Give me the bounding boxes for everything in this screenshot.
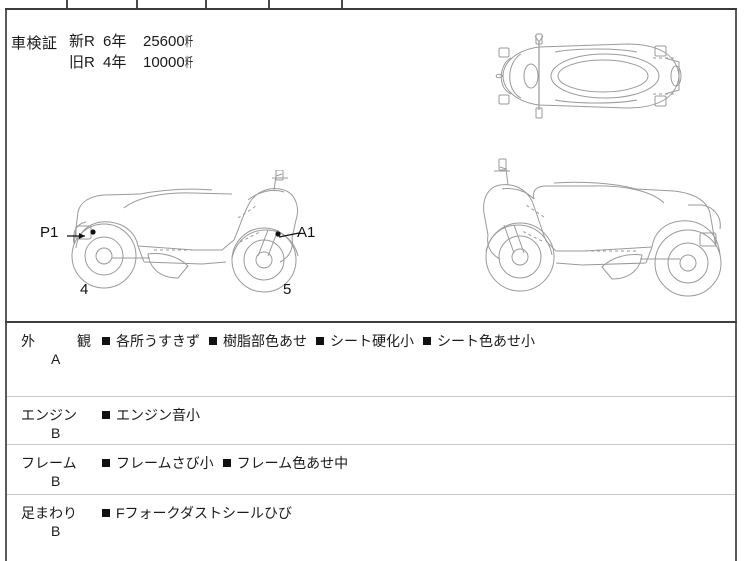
bullet-icon <box>102 337 110 345</box>
header-cell-1 <box>5 0 68 8</box>
header-cell-4 <box>207 0 270 8</box>
grade-items-engine: エンジン音小 <box>102 405 209 425</box>
table-border-left <box>5 10 7 561</box>
grade-item: エンジン音小 <box>102 405 200 425</box>
bullet-icon <box>102 411 110 419</box>
registration-era-old: 旧R <box>69 54 95 71</box>
damage-marker-a1 <box>275 231 281 237</box>
header-cell-6 <box>343 0 737 8</box>
divider-above-frame <box>7 444 735 445</box>
damage-marker-p1 <box>90 229 96 235</box>
registration-unit-old: 粁 <box>184 55 193 70</box>
registration-entry-new: 新R 6年 25600粁 <box>69 31 197 52</box>
grade-value-suspension: B <box>51 523 61 539</box>
registration-year-old: 4年 <box>103 54 127 71</box>
bullet-icon <box>316 337 324 345</box>
callout-a1-label: A1 <box>297 224 316 241</box>
grade-category-engine: エンジン <box>21 407 77 423</box>
grade-item: フレーム色あせ中 <box>222 453 349 473</box>
grade-item-label: エンジン音小 <box>116 407 200 423</box>
bullet-icon <box>209 337 217 345</box>
header-cell-2 <box>68 0 138 8</box>
grade-item-label: フレーム色あせ中 <box>236 455 349 471</box>
divider-above-engine <box>7 396 735 397</box>
header-table-strip <box>5 0 737 10</box>
bullet-icon <box>102 509 110 517</box>
registration-label: 車検証 <box>11 35 58 52</box>
grade-item: Fフォークダストシールひび <box>102 503 292 523</box>
grade-item: シート色あせ小 <box>423 331 535 351</box>
bullet-icon <box>102 459 110 467</box>
grade-row-frame: フレーム B フレームさび小 フレーム色あせ中 <box>7 445 735 494</box>
header-cell-5 <box>270 0 343 8</box>
registration-year-new: 6年 <box>103 33 127 50</box>
scooter-side-view-left-diagram <box>62 170 322 300</box>
registration-unit-new: 粁 <box>184 34 193 49</box>
table-border-right <box>735 10 737 561</box>
grade-item-label: フレームさび小 <box>116 455 214 471</box>
grade-items-appearance: 各所うすきず 樹脂部色あせ シート硬化小 シート色あせ小 <box>102 331 544 351</box>
bullet-icon <box>222 459 231 467</box>
callout-p1-leader-icon <box>67 233 85 239</box>
grade-item: 樹脂部色あせ <box>209 331 307 351</box>
grade-item: フレームさび小 <box>102 453 214 473</box>
grade-items-frame: フレームさび小 フレーム色あせ中 <box>102 453 357 473</box>
grade-item: シート硬化小 <box>316 331 414 351</box>
divider-above-appearance <box>5 321 737 323</box>
grade-item-label: 樹脂部色あせ <box>223 333 307 349</box>
grade-category-appearance: 外 観 <box>21 333 105 349</box>
grade-category-suspension: 足まわり <box>21 505 77 521</box>
grade-row-engine: エンジン B エンジン音小 <box>7 397 735 444</box>
callout-p1: P1 <box>40 224 58 241</box>
grade-item-label: シート色あせ小 <box>437 333 535 349</box>
grade-row-suspension: 足まわり B Fフォークダストシールひび <box>7 495 735 561</box>
grade-category-frame: フレーム <box>21 455 77 471</box>
bullet-icon <box>423 337 431 345</box>
scooter-top-view-diagram <box>477 28 697 123</box>
grade-item-label: シート硬化小 <box>330 333 414 349</box>
divider-above-suspension <box>7 494 735 495</box>
grade-value-appearance: A <box>51 351 61 367</box>
callout-a1-leader-icon <box>279 232 300 238</box>
header-cell-3 <box>138 0 207 8</box>
grade-value-engine: B <box>51 425 61 441</box>
grade-item-label: 各所うすきず <box>116 333 200 349</box>
registration-era-new: 新R <box>69 33 95 50</box>
grade-items-suspension: Fフォークダストシールひび <box>102 503 301 523</box>
callout-p1-label: P1 <box>40 224 59 241</box>
registration-mileage-old: 10000 <box>143 54 185 71</box>
wheel-label-rear: 4 <box>80 281 89 298</box>
callout-a1: A1 <box>297 224 315 241</box>
scooter-side-view-right-diagram <box>462 155 732 305</box>
registration-entry-old: 旧R 4年 10000粁 <box>69 52 197 73</box>
grade-item: 各所うすきず <box>102 331 200 351</box>
grade-value-frame: B <box>51 473 61 489</box>
registration-mileage-new: 25600 <box>143 33 185 50</box>
grade-item-label: Fフォークダストシールひび <box>116 505 292 521</box>
grade-row-appearance: 外 観 A 各所うすきず 樹脂部色あせ シート硬化小 シート色あせ小 <box>7 323 735 396</box>
wheel-label-front: 5 <box>283 281 292 298</box>
